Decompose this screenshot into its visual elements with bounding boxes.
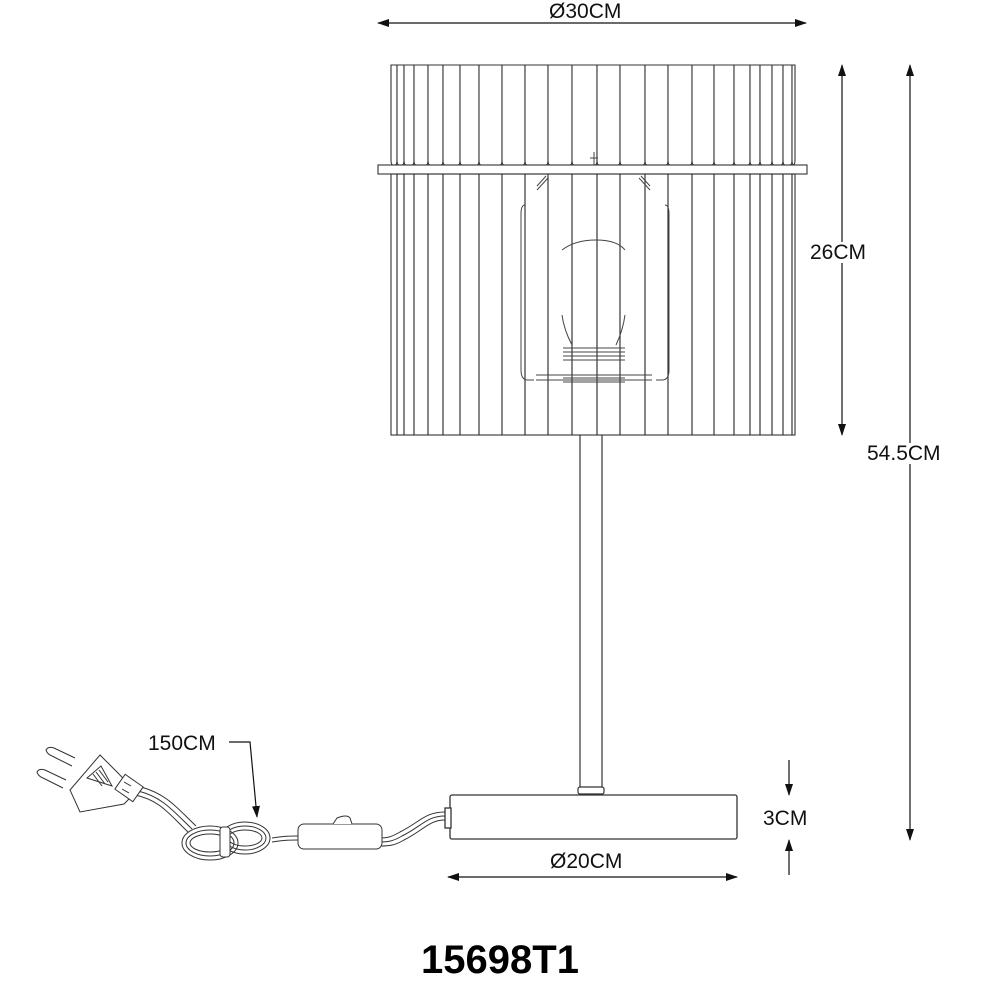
lamp-stem: [577, 435, 605, 795]
model-number: 15698T1: [421, 938, 579, 982]
shade-slats-lower: [390, 173, 796, 436]
shade-ring: [377, 164, 808, 175]
cord-switch: [297, 815, 383, 850]
cable-length-label: 150CM: [148, 732, 216, 755]
base-height-label: 3CM: [763, 807, 808, 830]
lamp-shade: [377, 64, 808, 436]
light-bulb: [561, 152, 626, 383]
cable-length-leader: [229, 741, 260, 818]
shade-diameter-label: Ø30CM: [549, 0, 622, 23]
inner-frame: [520, 175, 670, 381]
shade-slats-upper: [390, 64, 796, 166]
base-diameter-label: Ø20CM: [550, 850, 623, 873]
total-height-label: 54.5CM: [867, 442, 941, 465]
shade-height-label: 26CM: [810, 241, 867, 264]
lamp-base: [444, 794, 738, 840]
eu-plug: [36, 746, 144, 813]
power-cord: [36, 746, 446, 861]
coiled-cable: [181, 821, 271, 861]
